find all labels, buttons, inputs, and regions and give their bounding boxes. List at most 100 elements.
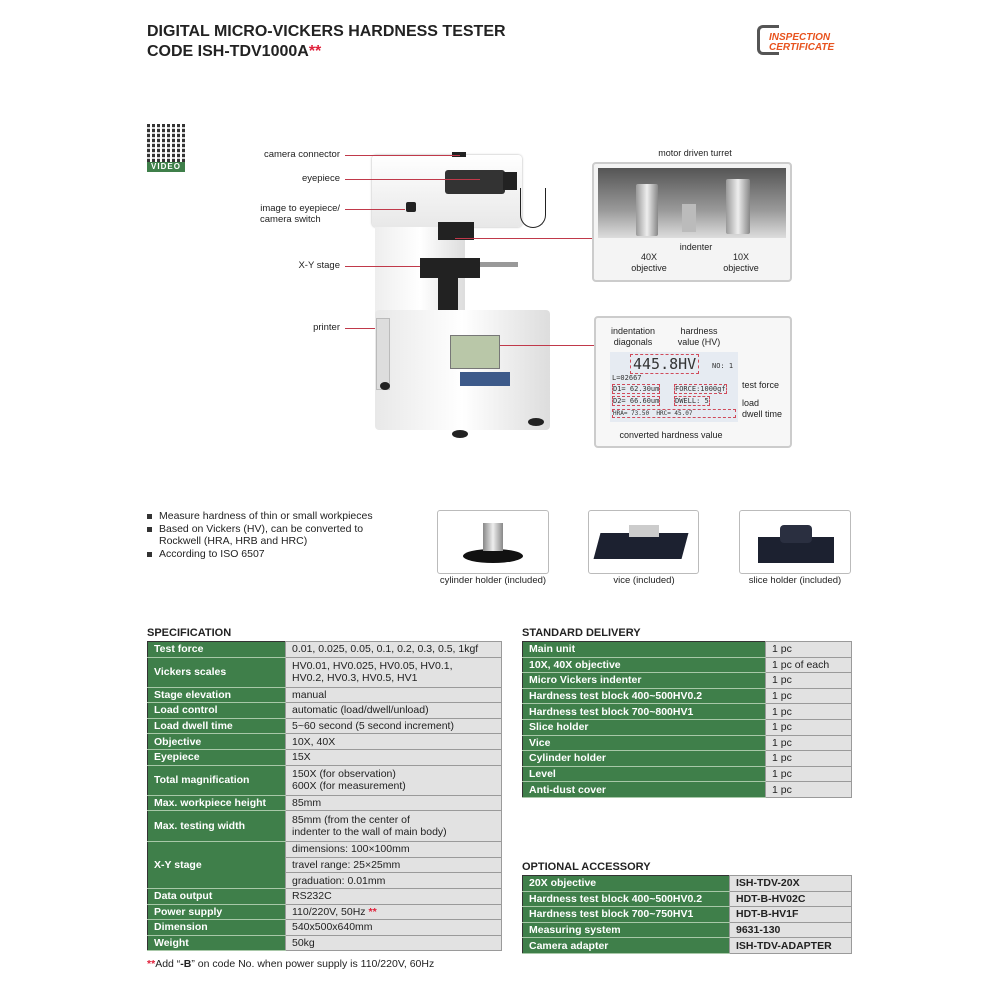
spec-value: travel range: 25×25mm	[285, 856, 502, 874]
spec-label: Test force	[147, 641, 286, 658]
spec-heading: SPECIFICATION	[147, 627, 232, 639]
lcd-hrc: HRC= 45.07	[656, 410, 693, 417]
item-name: Hardness test block 400~500HV0.2	[522, 688, 766, 705]
spec-value: 0.01, 0.025, 0.05, 0.1, 0.2, 0.3, 0.5, 1…	[285, 641, 502, 658]
item-name: Slice holder	[522, 719, 766, 736]
item-value: 1 pc of each	[765, 656, 852, 674]
item-name: Cylinder holder	[522, 750, 766, 767]
item-value: 1 pc	[765, 781, 852, 798]
footnote-mark: **	[308, 43, 322, 60]
qr-code-pattern	[147, 124, 185, 162]
label-line: diagonals	[613, 337, 653, 347]
spec-value: 50kg	[285, 934, 502, 952]
item-value: 1 pc	[765, 703, 852, 720]
spec-label: Vickers scales	[147, 657, 286, 688]
vice-image	[588, 510, 699, 574]
label-line: hardness	[680, 326, 718, 336]
callout-line	[345, 266, 420, 267]
spec-value: 110/220V, 50Hz **	[285, 903, 502, 921]
value-line: 85mm (from the center of	[292, 814, 410, 827]
caption-cylinder-holder: cylinder holder (included)	[439, 575, 547, 586]
callout-line	[345, 328, 375, 329]
feature-item: Measure hardness of thin or small workpi…	[147, 510, 407, 523]
title-line-1: DIGITAL MICRO-VICKERS HARDNESS TESTER	[147, 23, 506, 40]
callout-switch: image to eyepiece/camera switch	[140, 203, 340, 225]
item-value: HDT-B-HV1F	[729, 906, 852, 923]
feature-item: According to ISO 6507	[147, 548, 407, 561]
callout-line	[345, 155, 460, 156]
footnote: **Add “-B” on code No. when power supply…	[147, 958, 434, 970]
item-value: HDT-B-HV02C	[729, 890, 852, 908]
spec-value: 10X, 40X	[285, 733, 502, 750]
item-name: Camera adapter	[522, 937, 730, 954]
caption-vice: vice (included)	[613, 575, 675, 586]
value-line: HV0.2, HV0.3, HV0.5, HV1	[292, 672, 418, 685]
item-name: Hardness test block 700~750HV1	[522, 906, 730, 923]
value-line: 150X (for observation)	[292, 768, 396, 781]
table-row: graduation: 0.01mm	[148, 872, 502, 889]
callout-line	[345, 179, 480, 180]
spec-label: Max. testing width	[147, 810, 286, 843]
spec-value: graduation: 0.01mm	[285, 872, 502, 889]
spec-value: 5~60 second (5 second increment)	[285, 717, 502, 735]
spec-value: HV0.01, HV0.025, HV0.05, HV0.1,HV0.2, HV…	[285, 656, 502, 688]
spec-label: Weight	[147, 935, 286, 952]
label-indenter: indenter	[679, 242, 713, 252]
item-name: Anti-dust cover	[522, 781, 766, 798]
optional-heading: OPTIONAL ACCESSORY	[522, 861, 651, 873]
caption-slice-holder: slice holder (included)	[748, 575, 842, 586]
lcd-force: FORCE:1000gf	[674, 384, 727, 394]
footnote-text: ” on code No. when power supply is 110/2…	[191, 958, 435, 970]
lcd-hra: HRA= 73.50	[613, 410, 650, 417]
logo-line-1: INSPECTION	[769, 32, 831, 43]
logo-line-2: CERTIFICATE	[769, 42, 835, 53]
lcd-reading: 445.8HV	[630, 354, 700, 374]
callout-printer: printer	[313, 322, 340, 333]
feature-item: Based on Vickers (HV), can be converted …	[147, 523, 407, 548]
title-line-2: CODE ISH-TDV1000A**	[147, 42, 506, 62]
label-line: value (HV)	[677, 337, 721, 347]
item-value: 1 pc	[765, 641, 852, 658]
inspection-certificate-logo: INSPECTION CERTIFICATE	[757, 25, 853, 57]
item-value: 1 pc	[765, 687, 852, 705]
callout-xy-stage: X-Y stage	[298, 260, 340, 271]
spec-value: automatic (load/dwell/unload)	[285, 702, 502, 719]
item-name: 10X, 40X objective	[522, 657, 766, 674]
feature-text: According to ISO 6507	[159, 547, 265, 560]
spec-label: Total magnification	[147, 765, 286, 796]
feature-text: Based on Vickers (HV), can be converted …	[159, 522, 364, 548]
item-value: 1 pc	[765, 750, 852, 767]
lcd-d1: D1= 62.30um	[612, 384, 661, 394]
label-line: dwell time	[742, 409, 783, 419]
item-name: Micro Vickers indenter	[522, 672, 766, 689]
cylinder-holder-image	[437, 510, 549, 574]
label-40x: 40X	[640, 252, 657, 262]
delivery-heading: STANDARD DELIVERY	[522, 627, 641, 639]
spec-label: Power supply	[147, 904, 286, 921]
slice-holder-image	[739, 510, 851, 574]
feature-text: Measure hardness of thin or small workpi…	[159, 510, 373, 522]
video-label: VIDEO	[147, 162, 185, 172]
lcd-no: NO: 1	[712, 362, 734, 370]
spec-label: Objective	[147, 733, 286, 750]
